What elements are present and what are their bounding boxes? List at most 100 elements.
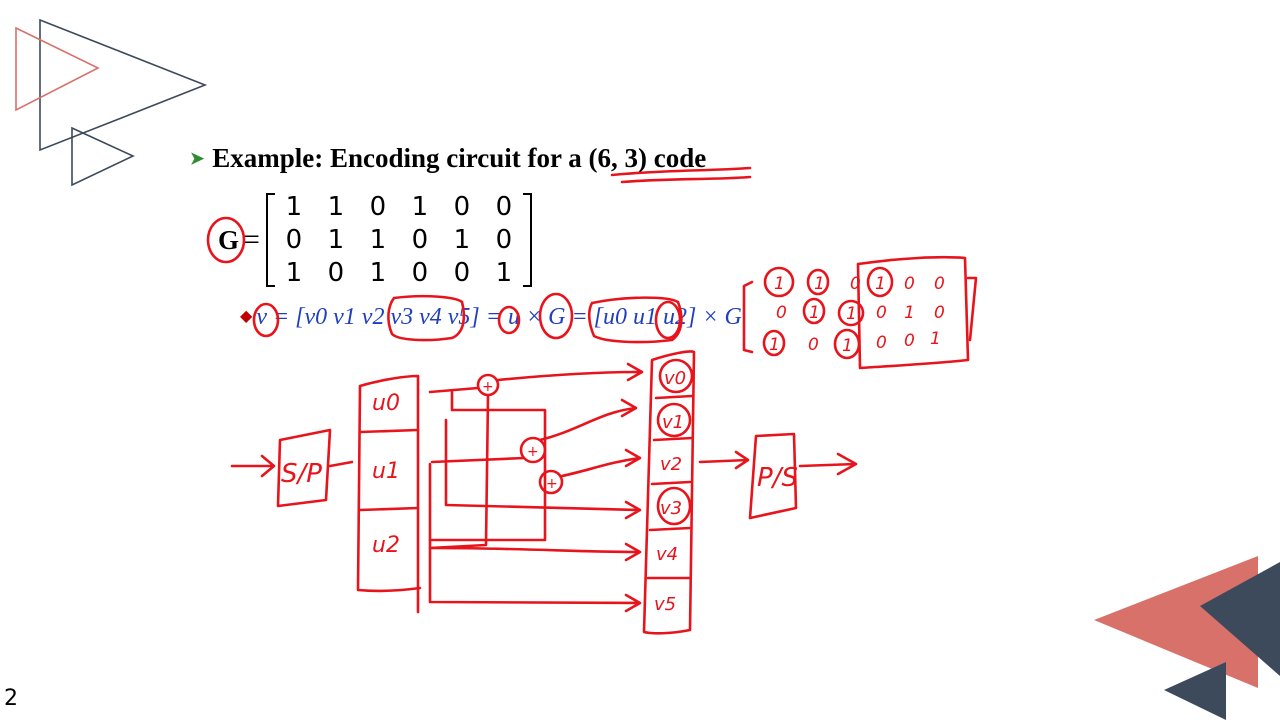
generator-label: G xyxy=(218,224,240,255)
hw-matrix-cell: 1 xyxy=(842,336,853,356)
matrix-cell: 1 xyxy=(327,192,345,222)
hw-matrix-cell: 1 xyxy=(875,274,886,294)
hw-adder-plus: + xyxy=(527,444,539,460)
wire-to-v5 xyxy=(428,462,642,613)
register-to-ps-arrow xyxy=(698,450,750,470)
wire-to-v0 xyxy=(496,362,644,382)
hw-circle-mark xyxy=(802,297,826,325)
hw-matrix-cell: 0 xyxy=(876,303,887,323)
hw-matrix-cell: 1 xyxy=(846,304,857,324)
slide-title-text: Example: Encoding circuit for a (6, 3) c… xyxy=(212,143,707,173)
deco-triangle-salmon xyxy=(15,26,100,112)
codeword-register xyxy=(642,350,696,635)
hw-matrix-box xyxy=(856,255,970,370)
sp-block xyxy=(276,428,332,508)
hw-matrix-cell: 0 xyxy=(934,303,945,323)
hw-v1: v1 xyxy=(662,412,684,433)
message-register-dividers xyxy=(358,428,420,512)
v3-circle-mark xyxy=(656,486,692,526)
hw-circle-mark xyxy=(762,329,786,357)
u-vector-loop-mark xyxy=(587,296,683,344)
g-circle-mark xyxy=(206,216,246,264)
deco-triangle-small xyxy=(71,126,135,187)
deco-triangle-large xyxy=(39,18,208,152)
hw-matrix-cell: 1 xyxy=(814,274,825,294)
matrix-grid: 1 1 0 1 0 0 0 1 1 0 1 0 1 0 1 0 0 1 xyxy=(273,191,525,290)
hw-u0: u0 xyxy=(372,391,400,416)
matrix-cell: 0 xyxy=(411,225,429,255)
hw-matrix-cell: 0 xyxy=(850,274,861,294)
wire-to-v2 xyxy=(560,448,642,478)
hw-matrix-right-bracket xyxy=(966,276,978,342)
hw-matrix-cell: 1 xyxy=(769,335,780,355)
input-arrow xyxy=(230,454,276,478)
hw-matrix-cell: 1 xyxy=(809,303,820,323)
wire-u1-adder-v1 xyxy=(430,456,526,464)
hw-matrix-cell: 0 xyxy=(904,274,915,294)
slide-title: ➤ Example: Encoding circuit for a (6, 3) … xyxy=(190,143,706,174)
wire-loop-1 xyxy=(428,390,547,542)
wire-to-v1 xyxy=(538,398,638,442)
wire-u2-adder xyxy=(428,394,490,550)
hw-adder-plus: + xyxy=(546,476,558,492)
hw-v3: v3 xyxy=(660,498,682,519)
message-register xyxy=(356,374,422,614)
hw-matrix-cell: 0 xyxy=(904,331,915,351)
equals-sign: = xyxy=(243,223,260,256)
hw-u1: u1 xyxy=(372,459,400,484)
hw-circle-mark xyxy=(806,268,830,296)
hw-sp-label: S/P xyxy=(281,459,322,489)
hw-circle-mark xyxy=(837,299,865,327)
matrix-cell: 0 xyxy=(453,192,471,222)
deco-triangle-salmon-filled xyxy=(1094,556,1258,688)
v1-circle-mark xyxy=(656,402,692,438)
matrix-cell: 0 xyxy=(369,192,387,222)
hw-v0: v0 xyxy=(664,368,686,389)
hw-u2: u2 xyxy=(372,533,400,558)
hw-circle-mark xyxy=(833,328,861,360)
v3v4v5-loop-mark xyxy=(387,294,466,342)
v-circle-mark xyxy=(252,302,280,338)
deco-triangle-dark-top xyxy=(1200,562,1280,676)
hw-adder-plus: + xyxy=(482,379,494,395)
title-underline xyxy=(610,166,752,177)
codeword-register-dividers xyxy=(646,394,694,580)
matrix-cell: 1 xyxy=(327,225,345,255)
matrix-cell: 0 xyxy=(453,258,471,288)
u-circle-mark xyxy=(497,305,521,335)
title-underline-2 xyxy=(620,175,752,184)
matrix-cell: 0 xyxy=(495,192,513,222)
wire-to-v4 xyxy=(430,542,642,562)
matrix-cell: 1 xyxy=(369,258,387,288)
sp-to-register-line xyxy=(328,460,354,468)
generator-matrix: G = 1 1 0 1 0 0 0 1 1 0 1 0 1 0 1 0 0 1 xyxy=(218,191,532,290)
bullet-arrow-icon: ➤ xyxy=(190,149,205,168)
deco-triangle-dark-bottom xyxy=(1164,662,1226,720)
hw-matrix-cell: 0 xyxy=(808,335,819,355)
matrix-cell: 0 xyxy=(495,225,513,255)
matrix-cell: 1 xyxy=(285,192,303,222)
hw-ps-label: P/S xyxy=(757,463,798,493)
matrix-cell: 1 xyxy=(495,258,513,288)
matrix-cell: 0 xyxy=(327,258,345,288)
hw-matrix-cell: 1 xyxy=(904,303,915,323)
matrix-cell: 0 xyxy=(285,225,303,255)
hw-v5: v5 xyxy=(654,594,676,615)
wire-u0-adder xyxy=(428,386,480,394)
hw-v2: v2 xyxy=(660,454,682,475)
v0-circle-mark xyxy=(658,358,694,394)
hw-matrix-cell: 1 xyxy=(930,329,941,349)
matrix-cell: 0 xyxy=(411,258,429,288)
hw-matrix-cell: 0 xyxy=(876,333,887,353)
matrix-left-bracket xyxy=(265,193,275,287)
adder-v2 xyxy=(538,469,564,495)
ps-block xyxy=(748,432,798,520)
hw-matrix-cell: 0 xyxy=(776,303,787,323)
hw-v4: v4 xyxy=(656,544,678,565)
hw-matrix-cell: 1 xyxy=(774,274,785,294)
hw-matrix-left-bracket xyxy=(742,280,754,354)
matrix-cell: 1 xyxy=(369,225,387,255)
matrix-cell: 1 xyxy=(453,225,471,255)
matrix-cell: 1 xyxy=(411,192,429,222)
